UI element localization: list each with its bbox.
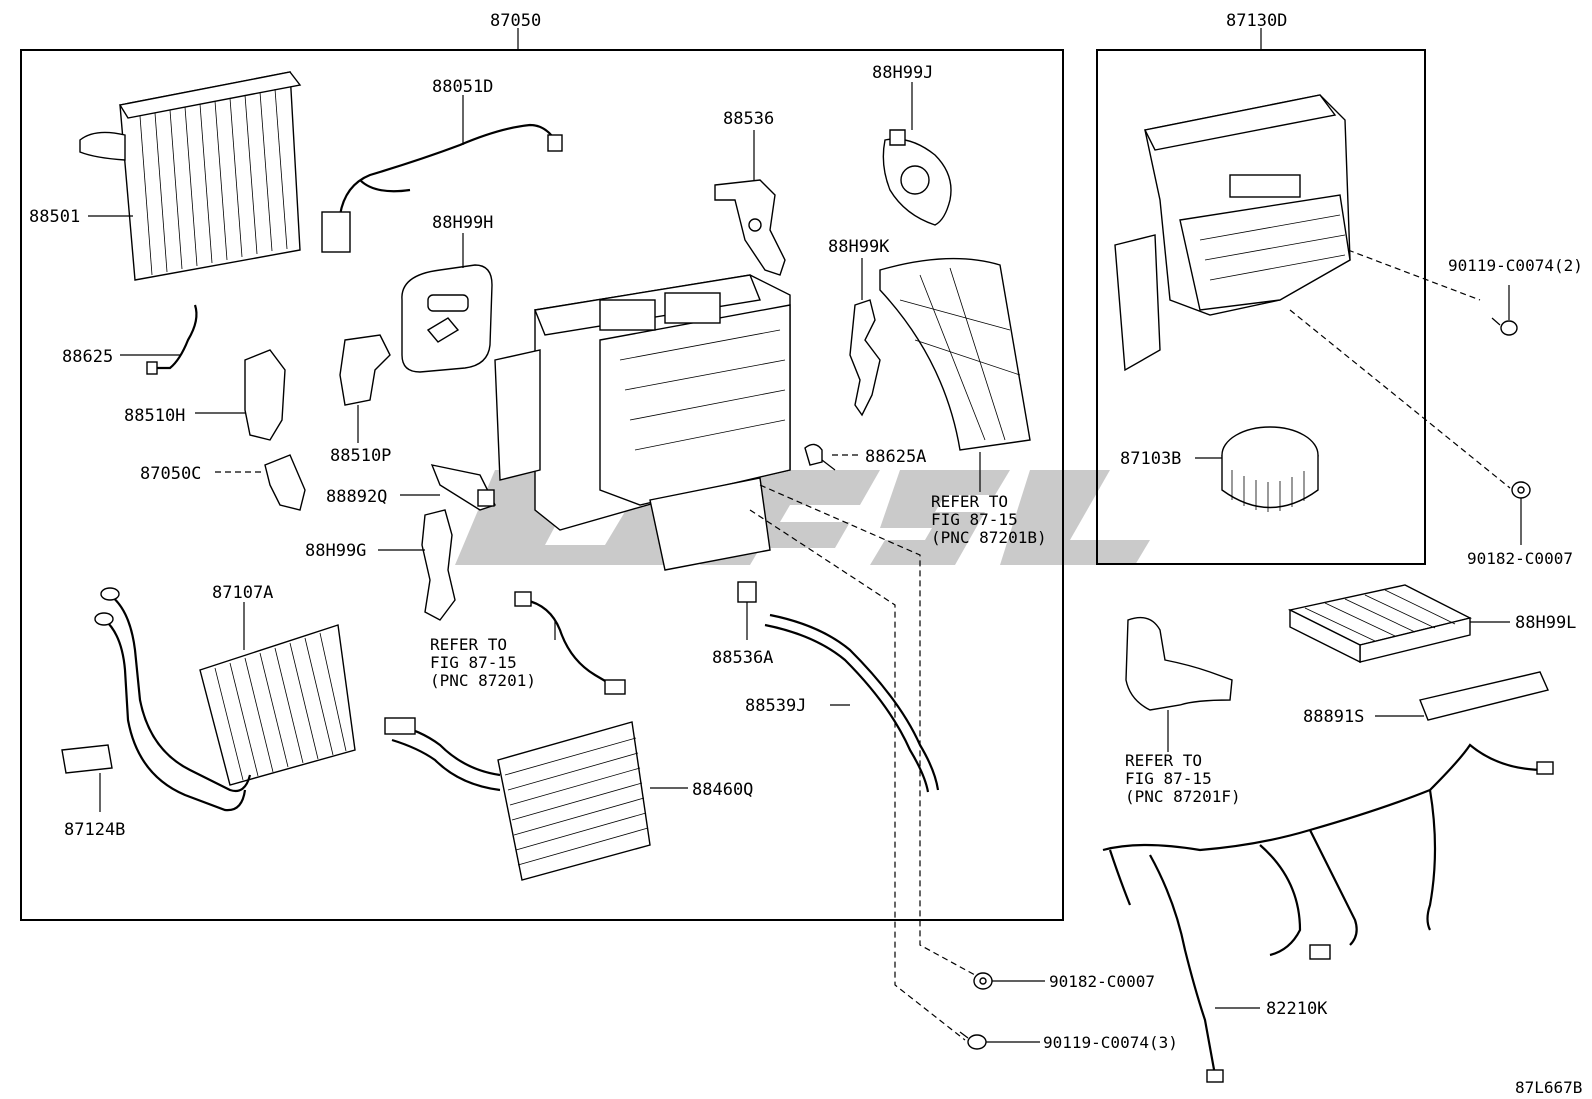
strip-88891S-part [1419,671,1549,721]
label-90182-C0007-top: 90182-C0007 [1467,549,1573,568]
label-88H99L: 88H99L [1515,613,1576,633]
label-82210K: 82210K [1266,999,1328,1019]
svg-text:FIG 87-15: FIG 87-15 [1125,769,1212,788]
label-88625A: 88625A [865,447,926,467]
label-87124B: 87124B [64,820,125,840]
screw-90119-C0074-2-part [1491,317,1518,336]
blower-fan-87103B-part [1221,426,1319,512]
svg-text:REFER TO: REFER TO [1125,751,1202,770]
label-88891S: 88891S [1303,707,1364,727]
svg-text:(PNC 87201B): (PNC 87201B) [931,528,1047,547]
link-88H99K-part [849,299,881,417]
sensor-harness-88051D-part [321,123,563,253]
block-88536A-part [737,581,757,603]
svg-text:(PNC 87201): (PNC 87201) [430,671,536,690]
label-88501: 88501 [29,207,80,227]
refer-note-87201: REFER TO FIG 87-15 (PNC 87201) [430,635,536,690]
label-88536A: 88536A [712,648,773,668]
label-88460Q: 88460Q [692,780,753,800]
label-88510H: 88510H [124,406,185,426]
heater-core-87107A-part [94,587,356,812]
svg-text:(PNC 87201F): (PNC 87201F) [1125,787,1241,806]
refer-note-87201B: REFER TO FIG 87-15 (PNC 87201B) [931,492,1047,547]
duct-87201B-part [879,257,1031,451]
drain-hose-88539J-part [764,613,940,793]
core-88460Q-part [384,717,651,881]
label-88H99G: 88H99G [305,541,366,561]
screw-90119-C0074-3-part [959,1031,987,1050]
part-88892Q-part [430,464,496,511]
bracket-88536-part [714,179,786,276]
svg-text:FIG 87-15: FIG 87-15 [931,510,1018,529]
evaporator-88501-part [79,71,302,281]
label-88536: 88536 [723,109,774,129]
label-88051D: 88051D [432,77,493,97]
refer-note-87201F: REFER TO FIG 87-15 (PNC 87201F) [1125,751,1241,806]
filter-88H99L-part [1287,584,1472,664]
actuator-88H99J-part [882,129,952,226]
label-88H99K: 88H99K [828,237,890,257]
pad-87124B-part [61,744,113,774]
hvac-case-87050-part [494,274,791,571]
svg-text:REFER TO: REFER TO [931,492,1008,511]
label-88625: 88625 [62,347,113,367]
wire-harness-82210K-part [1102,743,1554,1083]
label-90119-C0074-3: 90119-C0074(3) [1043,1033,1178,1052]
label-90182-C0007-bottom: 90182-C0007 [1049,972,1155,991]
nut-90182-C0007-top-part [1511,481,1531,499]
label-88H99H: 88H99H [432,213,493,233]
damper-plate-88H99H-part [401,264,493,373]
label-87107A: 87107A [212,583,273,603]
pipe-87201-part [514,591,626,695]
label-87050C: 87050C [140,464,201,484]
svg-text:FIG 87-15: FIG 87-15 [430,653,517,672]
label-88892Q: 88892Q [326,487,387,507]
blower-case-87130D-part [1114,94,1351,372]
label-88539J: 88539J [745,696,806,716]
svg-text:REFER TO: REFER TO [430,635,507,654]
link-88510P-part [339,334,391,406]
sensor-88625-part [146,304,198,375]
clip-87050C-part [264,454,306,511]
nut-90182-C0007-bottom-part [973,972,993,990]
label-87130D: 87130D [1226,11,1287,31]
duct-87201F-part [1125,616,1233,711]
diagram-id: 87L667B [1515,1078,1582,1097]
main-assembly-frame [20,49,1064,921]
label-90119-C0074-2: 90119-C0074(2) [1448,256,1583,275]
sensor-88625A-part [804,443,836,471]
link-88510H-part [244,349,286,441]
label-87050: 87050 [490,11,541,31]
label-88510P: 88510P [330,446,391,466]
label-87103B: 87103B [1120,449,1181,469]
link-88H99G-part [421,509,456,621]
label-88H99J: 88H99J [872,63,933,83]
